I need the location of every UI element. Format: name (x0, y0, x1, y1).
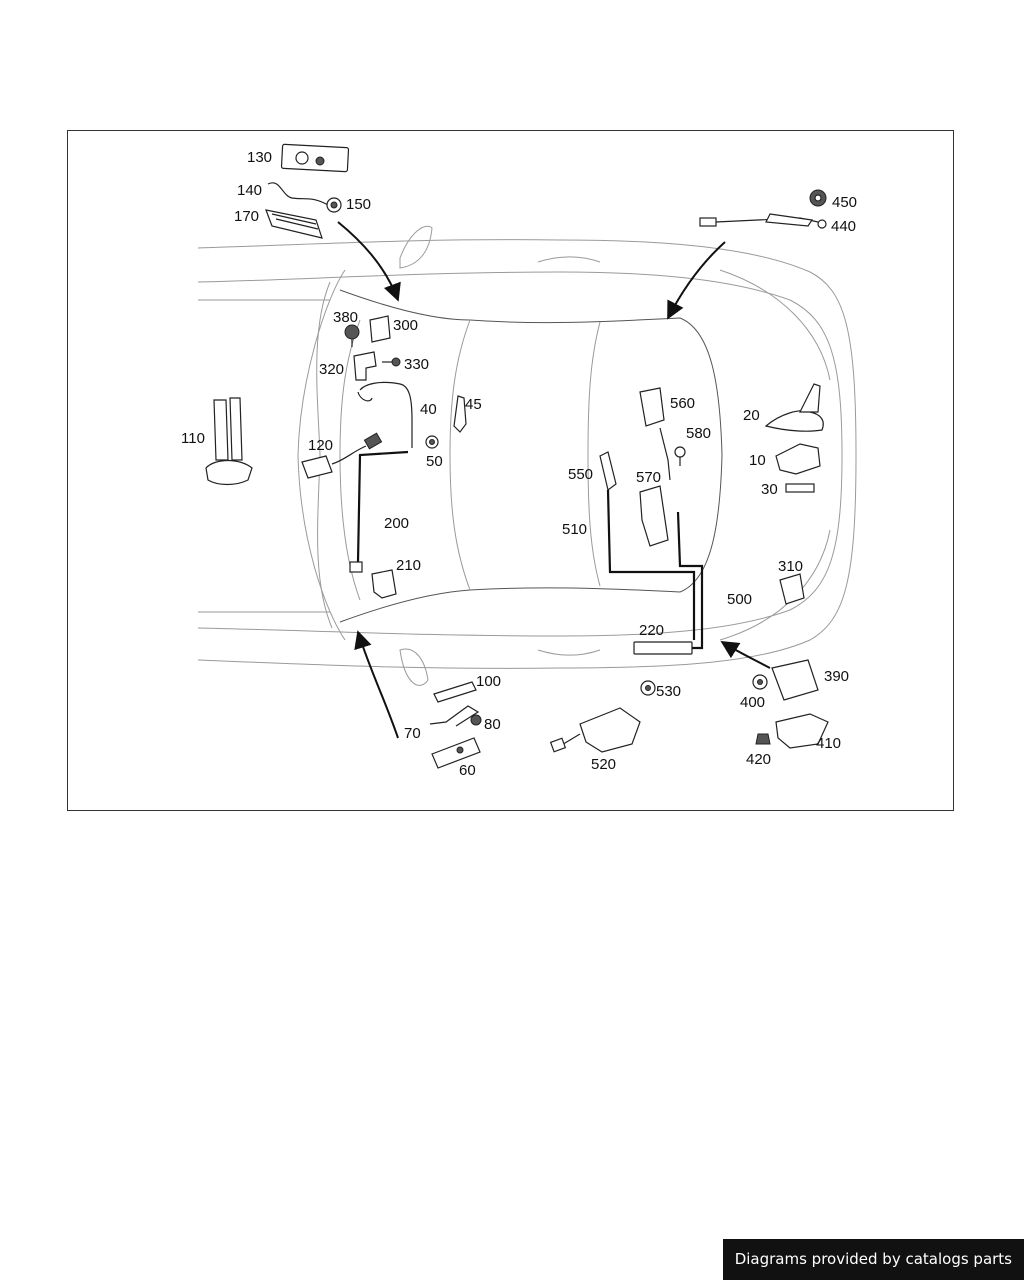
part-20 (764, 383, 824, 432)
callout-300: 300 (393, 317, 418, 334)
callout-320: 320 (319, 361, 344, 378)
callout-60: 60 (459, 762, 476, 779)
callout-130: 130 (247, 149, 272, 166)
part-150 (326, 197, 342, 213)
callout-10: 10 (749, 452, 766, 469)
callout-100: 100 (476, 673, 501, 690)
car-body-outline (197, 226, 857, 686)
callout-40: 40 (420, 401, 437, 418)
part-570 (639, 485, 669, 547)
part-220 (633, 641, 693, 655)
callout-550: 550 (568, 466, 593, 483)
callout-330: 330 (404, 356, 429, 373)
callout-500: 500 (727, 591, 752, 608)
part-400 (752, 674, 768, 690)
callout-30: 30 (761, 481, 778, 498)
callout-20: 20 (743, 407, 760, 424)
part-440 (699, 213, 827, 229)
part-70 (429, 705, 480, 727)
part-120 (301, 432, 383, 479)
part-45 (453, 395, 467, 433)
callout-510: 510 (562, 521, 587, 538)
part-580 (674, 446, 686, 466)
callout-450: 450 (832, 194, 857, 211)
pointer-arrows (337, 221, 771, 739)
callout-570: 570 (636, 469, 661, 486)
callout-220: 220 (639, 622, 664, 639)
part-550 (599, 451, 617, 492)
callout-150: 150 (346, 196, 371, 213)
part-170 (265, 209, 323, 239)
part-560 (639, 387, 671, 481)
part-310 (779, 573, 805, 605)
callout-310: 310 (778, 558, 803, 575)
callout-50: 50 (426, 453, 443, 470)
part-300 (369, 315, 391, 343)
part-200 (356, 450, 409, 563)
part-40 (359, 381, 413, 448)
part-520 (549, 707, 641, 753)
callout-labels: 130 140 150 170 450 440 380 300 320 330 … (181, 149, 857, 779)
part-130 (280, 143, 350, 173)
callout-580: 580 (686, 425, 711, 442)
callout-200: 200 (384, 515, 409, 532)
callout-80: 80 (484, 716, 501, 733)
part-10 (775, 443, 821, 475)
callout-410: 410 (816, 735, 841, 752)
callout-400: 400 (740, 694, 765, 711)
callout-530: 530 (656, 683, 681, 700)
part-60 (431, 737, 481, 769)
callout-210: 210 (396, 557, 421, 574)
part-420 (755, 733, 771, 745)
credit-banner: Diagrams provided by catalogs parts (722, 1239, 1024, 1280)
callout-45: 45 (465, 396, 482, 413)
callout-140: 140 (237, 182, 262, 199)
callout-380: 380 (333, 309, 358, 326)
part-510 (606, 489, 696, 640)
part-110 (205, 397, 253, 486)
callout-170: 170 (234, 208, 259, 225)
callout-440: 440 (831, 218, 856, 235)
part-500 (676, 511, 704, 650)
callout-560: 560 (670, 395, 695, 412)
part-450 (809, 189, 827, 207)
part-140 (267, 182, 329, 206)
part-30 (785, 483, 815, 493)
callout-520: 520 (591, 756, 616, 773)
part-50 (425, 435, 439, 449)
part-80 (470, 714, 482, 726)
part-100 (433, 681, 477, 703)
part-410 (775, 713, 829, 749)
part-530 (640, 680, 656, 696)
callout-120: 120 (308, 437, 333, 454)
callout-70: 70 (404, 725, 421, 742)
part-210 (371, 569, 397, 599)
part-390 (771, 659, 819, 701)
part-380 (344, 324, 360, 347)
part-320 (353, 351, 377, 381)
callout-420: 420 (746, 751, 771, 768)
part-330 (382, 357, 401, 367)
callout-110: 110 (181, 430, 205, 447)
callout-390: 390 (824, 668, 849, 685)
